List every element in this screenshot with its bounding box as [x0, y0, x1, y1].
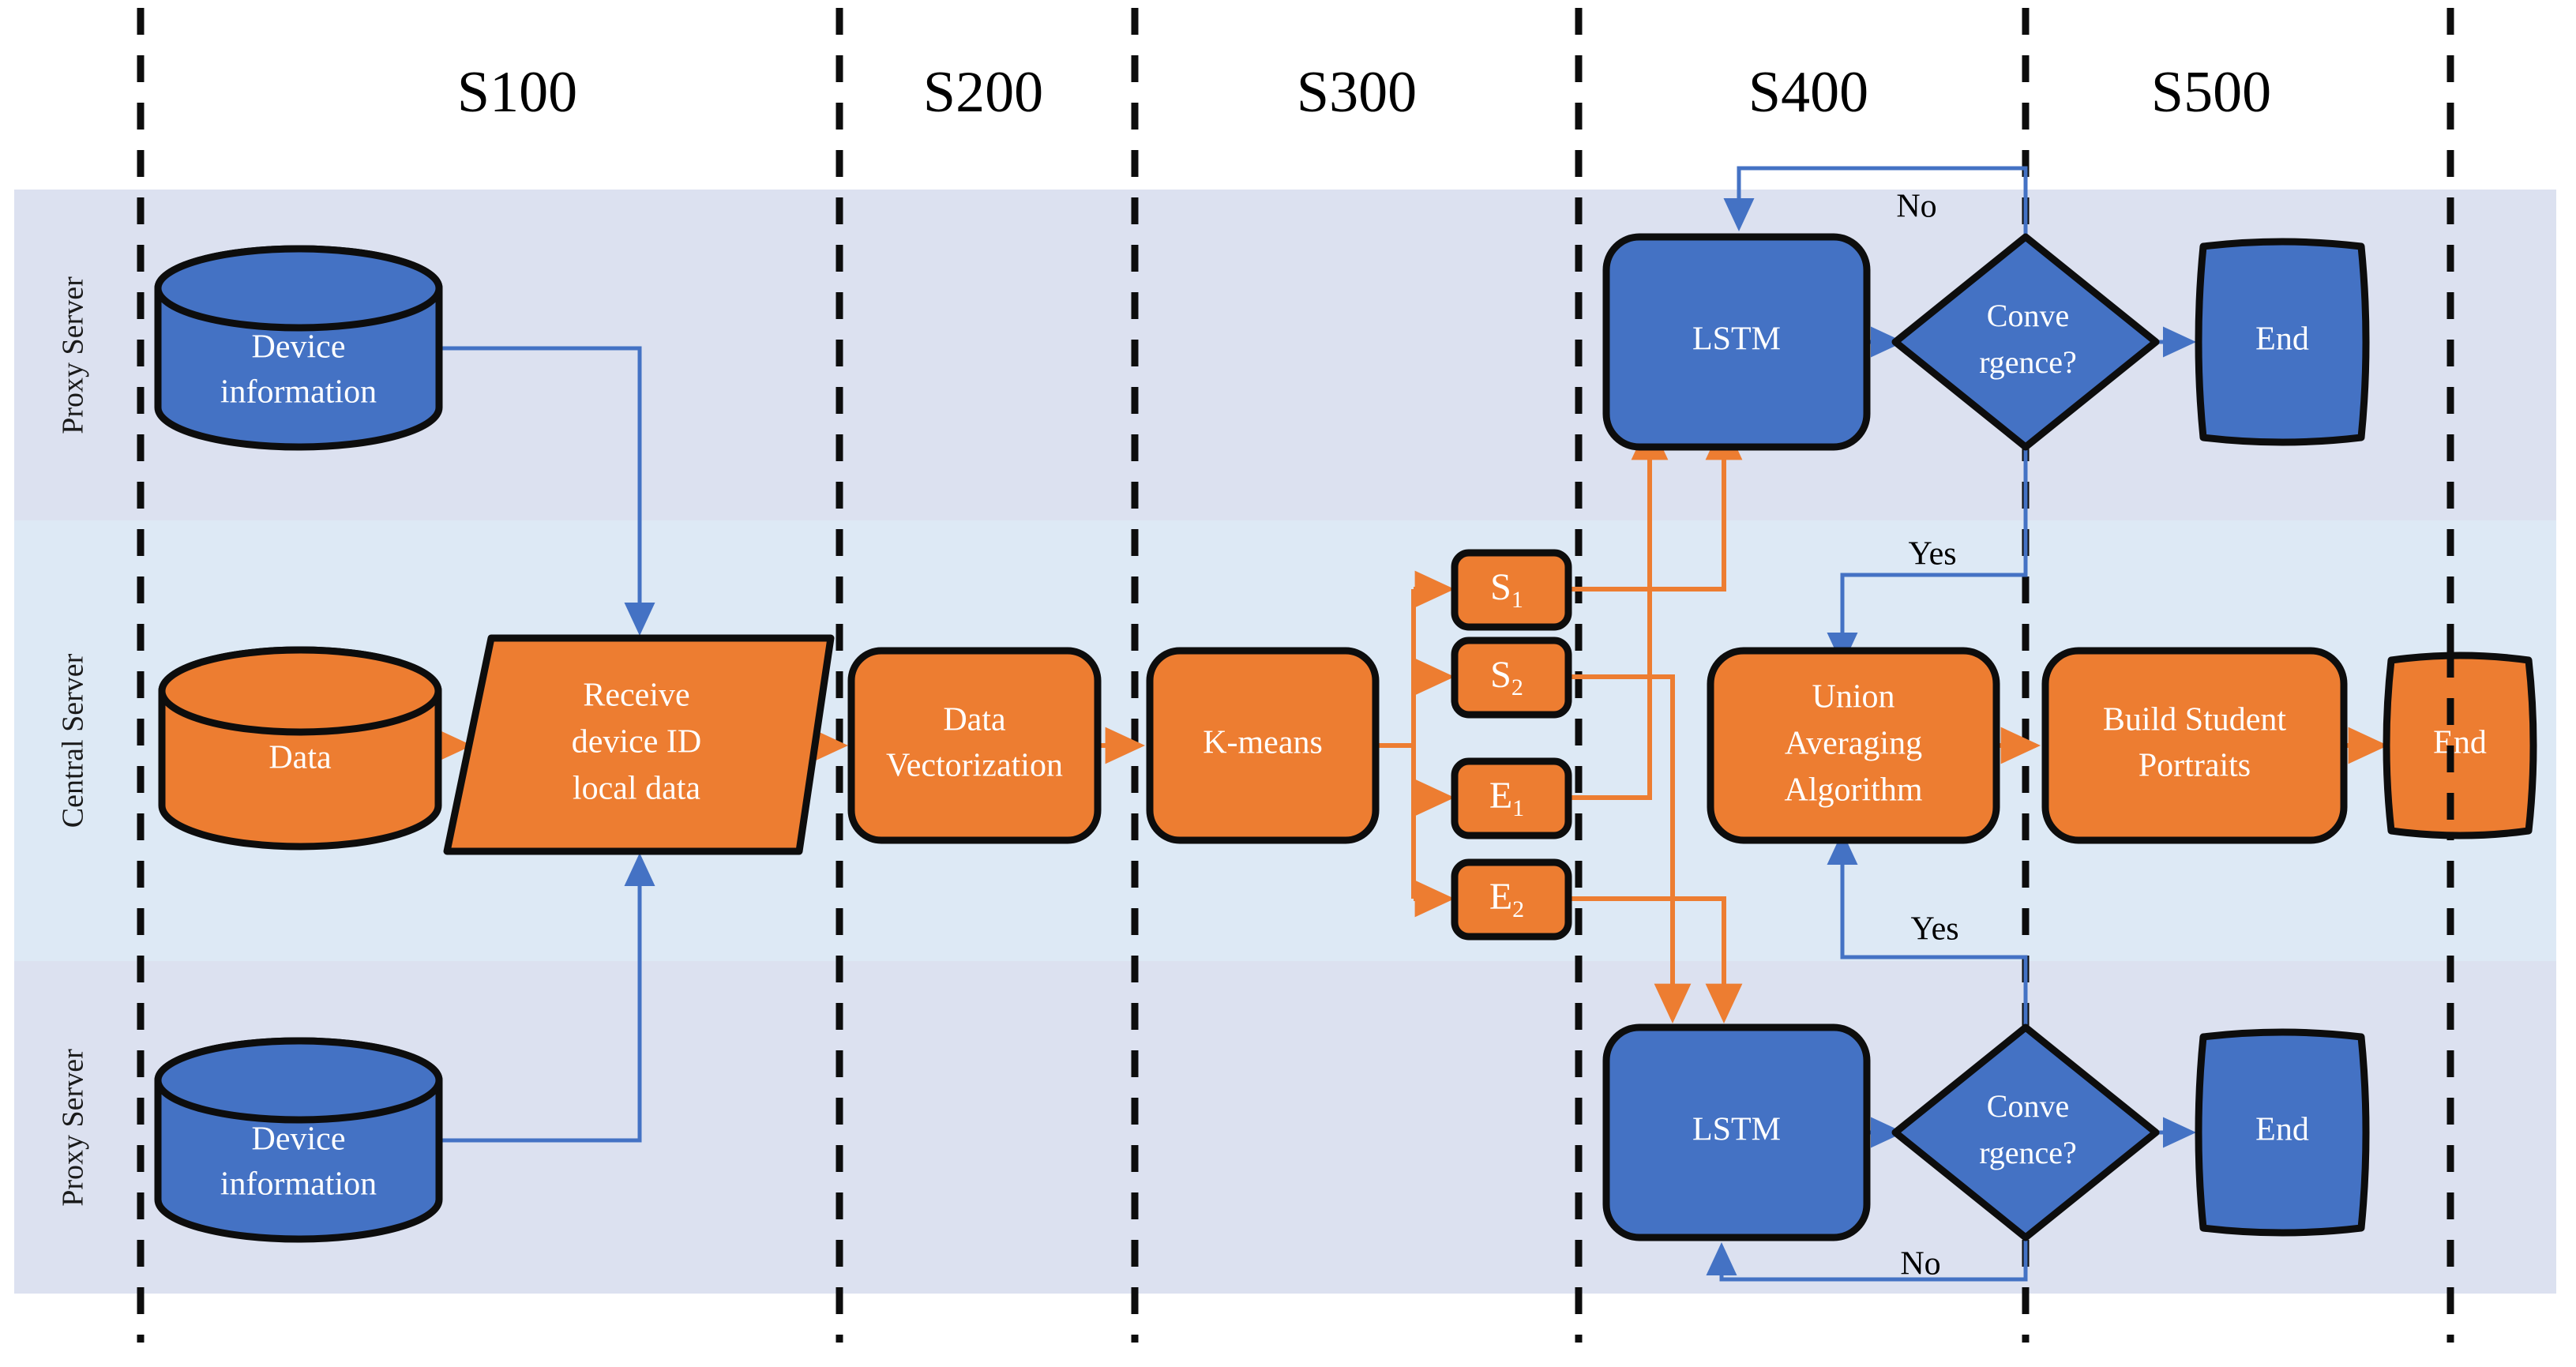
node-lstm-bottom-label: LSTM [1692, 1112, 1781, 1148]
node-end-bottom-label: End [2255, 1112, 2309, 1148]
stage-title-s400: S400 [1748, 60, 1868, 125]
node-cluster-s1-label: S1 [1490, 566, 1523, 613]
edge-e1-to-lstm-top [1568, 420, 1669, 800]
node-device-info-bottom[interactable]: Device information [154, 1037, 443, 1243]
edge-no-loop-top: No [1723, 166, 2028, 246]
node-end-central[interactable]: End [2383, 652, 2537, 839]
stage-title-s500: S500 [2151, 60, 2271, 125]
node-lstm-top[interactable]: LSTM [1602, 233, 1871, 451]
node-cluster-e1-base: E [1489, 775, 1512, 817]
node-device-info-top-line2: information [220, 374, 377, 411]
node-union-line3: Algorithm [1785, 772, 1923, 809]
edge-label-no-top: No [1896, 189, 1936, 225]
node-cluster-e2[interactable]: E2 [1451, 858, 1572, 941]
stage-titles: S100 S200 S300 S400 S500 [457, 60, 2271, 125]
node-data[interactable]: Data [158, 646, 442, 851]
node-device-info-top[interactable]: Device information [154, 245, 443, 451]
node-lstm-bottom[interactable]: LSTM [1602, 1023, 1871, 1241]
node-cluster-s2-base: S [1490, 654, 1511, 696]
node-union-averaging[interactable]: Union Averaging Algorithm [1707, 647, 2000, 844]
edge-label-yes-bottom: Yes [1910, 911, 1958, 948]
node-cluster-s2-index: 2 [1511, 674, 1523, 700]
edge-label-no-bottom: No [1900, 1246, 1940, 1283]
node-build-student-portraits[interactable]: Build Student Portraits [2041, 647, 2348, 844]
node-cluster-e1[interactable]: E1 [1451, 757, 1572, 839]
node-union-line2: Averaging [1785, 726, 1922, 762]
node-end-bottom[interactable]: End [2195, 1028, 2370, 1237]
node-cluster-s1-index: 1 [1511, 587, 1523, 613]
node-convergence-top[interactable]: Conve rgence? [1891, 233, 2160, 451]
lane-label-proxy-top: Proxy Server [57, 276, 90, 434]
edge-s2-to-lstm-bottom [1568, 674, 1692, 1023]
node-cluster-s2[interactable]: S2 [1451, 637, 1572, 719]
node-convergence-bottom-line2: rgence? [1979, 1135, 2077, 1170]
stage-title-s300: S300 [1297, 60, 1417, 125]
node-cluster-s1[interactable]: S1 [1451, 549, 1572, 631]
node-cluster-e2-base: E [1489, 876, 1512, 918]
node-cluster-e2-index: 2 [1512, 896, 1524, 922]
node-cluster-s1-base: S [1490, 566, 1511, 608]
node-end-central-label: End [2433, 725, 2487, 761]
node-cluster-s2-label: S2 [1490, 654, 1523, 700]
node-cluster-e1-label: E1 [1489, 775, 1524, 821]
edge-yes-bottom-to-union: Yes [1827, 832, 2028, 1035]
node-cluster-e2-label: E2 [1489, 876, 1524, 922]
edge-s1-to-lstm-top [1568, 420, 1743, 591]
node-data-vectorization[interactable]: Data Vectorization [847, 647, 1102, 844]
node-union-line1: Union [1812, 679, 1895, 715]
stage-title-s200: S200 [923, 60, 1043, 125]
node-kmeans-label: K-means [1203, 725, 1323, 761]
node-portraits-line2: Portraits [2139, 748, 2251, 784]
node-convergence-top-line1: Conve [1987, 298, 2069, 333]
node-device-info-top-line1: Device [252, 329, 346, 366]
node-kmeans[interactable]: K-means [1146, 647, 1380, 844]
node-receive-device-id[interactable]: Receive device ID local data [443, 634, 835, 855]
lane-label-central: Central Server [57, 653, 90, 828]
node-data-label: Data [268, 740, 332, 776]
node-portraits-line1: Build Student [2103, 702, 2287, 738]
edge-e2-to-lstm-bottom [1568, 896, 1743, 1023]
edge-no-loop-bottom: No [1706, 1229, 2028, 1283]
node-vectorization-line2: Vectorization [886, 748, 1063, 784]
node-device-info-bottom-line1: Device [252, 1121, 346, 1158]
node-receive-line3: local data [573, 771, 700, 807]
node-convergence-bottom[interactable]: Conve rgence? [1891, 1023, 2160, 1241]
node-end-top[interactable]: End [2195, 238, 2370, 446]
node-lstm-top-label: LSTM [1692, 321, 1781, 358]
edge-kmeans-fanout [1376, 570, 1455, 918]
node-device-info-bottom-line2: information [220, 1166, 377, 1203]
node-end-top-label: End [2255, 321, 2309, 358]
lane-labels: Proxy Server Central Server Proxy Server [57, 276, 90, 1207]
node-convergence-top-line2: rgence? [1979, 344, 2077, 380]
edge-device-top-to-receive [440, 346, 655, 636]
edge-label-yes-top: Yes [1908, 536, 1956, 573]
node-cluster-e1-index: 1 [1512, 795, 1524, 821]
node-receive-line2: device ID [572, 724, 701, 760]
node-vectorization-line1: Data [943, 702, 1006, 738]
node-convergence-bottom-line1: Conve [1987, 1088, 2069, 1124]
stage-title-s100: S100 [457, 60, 577, 125]
node-receive-line1: Receive [583, 678, 689, 714]
lane-label-proxy-bottom: Proxy Server [57, 1049, 90, 1207]
edge-yes-top-to-union: Yes [1827, 439, 2028, 666]
edge-device-bottom-to-receive [440, 853, 655, 1143]
